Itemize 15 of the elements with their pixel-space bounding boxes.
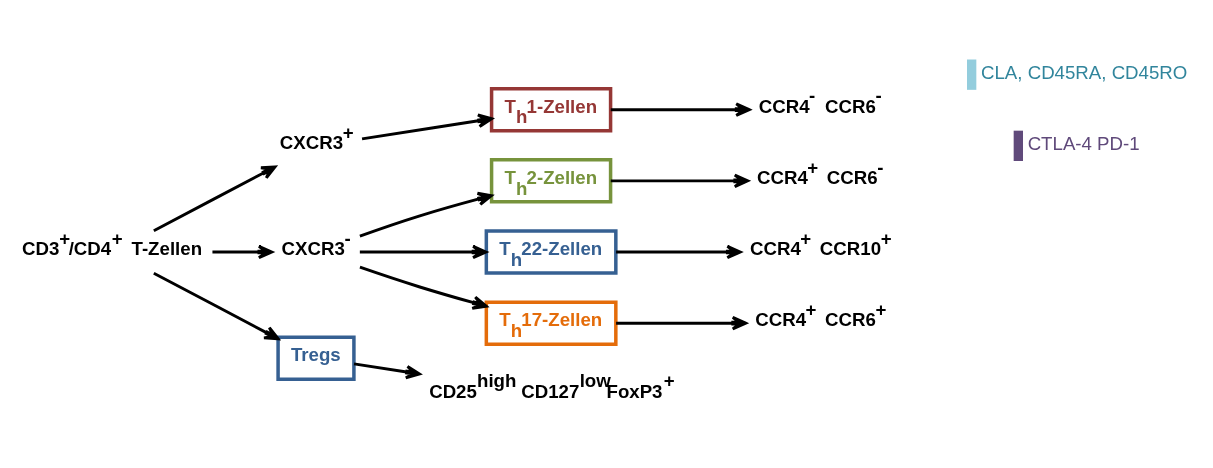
node-box: Tregs bbox=[276, 334, 356, 381]
arrow bbox=[353, 361, 421, 379]
arrow bbox=[359, 191, 493, 237]
arrow bbox=[212, 244, 274, 259]
arrow bbox=[359, 244, 488, 259]
arrow bbox=[153, 164, 277, 232]
arrow bbox=[610, 173, 750, 188]
label: CLA, CD45RA, CD45RO bbox=[981, 61, 1188, 83]
arrow bbox=[359, 265, 488, 310]
label: CTLA-4 PD-1 bbox=[1027, 132, 1140, 154]
arrow bbox=[153, 271, 280, 340]
arrow bbox=[616, 315, 748, 330]
arrow bbox=[616, 244, 742, 259]
arrow bbox=[610, 101, 751, 117]
arrow bbox=[361, 113, 493, 140]
